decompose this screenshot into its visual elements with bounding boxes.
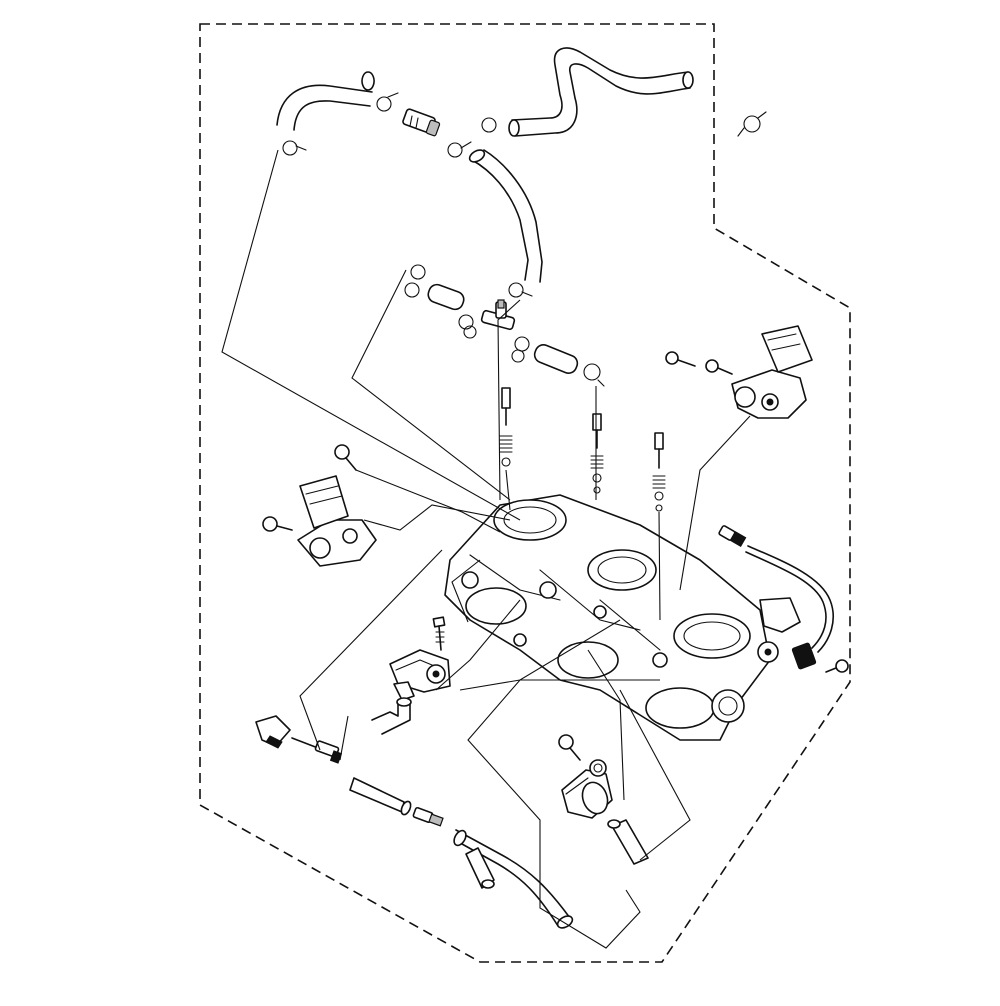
hose-clamp bbox=[583, 363, 601, 381]
hose-clamp bbox=[447, 142, 463, 158]
hose-end-cap bbox=[508, 119, 520, 137]
short-hose bbox=[533, 344, 579, 374]
check-valve bbox=[402, 108, 441, 137]
throttle-body bbox=[444, 494, 801, 741]
sensor-bolt bbox=[432, 616, 446, 651]
sensor-screw bbox=[262, 516, 293, 532]
hose-left-curved bbox=[276, 84, 373, 126]
hose-long-right bbox=[511, 47, 689, 121]
hose-clamp bbox=[514, 336, 530, 352]
short-hose-right bbox=[611, 819, 649, 865]
sensor-screw bbox=[705, 359, 733, 375]
adjuster-screws bbox=[499, 387, 666, 512]
adjuster-screw bbox=[499, 387, 513, 467]
throttle-position-sensor-right bbox=[665, 325, 813, 419]
adjuster-screw bbox=[590, 413, 604, 494]
hose-clamp bbox=[511, 349, 525, 363]
hose-end-cap bbox=[468, 149, 486, 163]
short-hose-down bbox=[465, 847, 495, 889]
long-lower-hose bbox=[455, 829, 571, 919]
sensor-bolt bbox=[558, 734, 581, 761]
hose-clamp bbox=[376, 96, 392, 112]
hose-clamp bbox=[481, 117, 497, 133]
small-fitting bbox=[412, 806, 444, 827]
upper-vacuum-hose-group bbox=[276, 47, 767, 298]
sensor-screw bbox=[665, 351, 696, 367]
adjuster-screw bbox=[652, 432, 666, 512]
hose-clamp bbox=[508, 282, 524, 298]
intake-pressure-sensor bbox=[389, 616, 451, 701]
hose-clamp bbox=[743, 115, 761, 133]
short-hose bbox=[427, 283, 465, 311]
hose-clamp bbox=[404, 282, 420, 298]
hose-end-cap bbox=[361, 71, 375, 91]
hose-clamp bbox=[410, 264, 426, 280]
harness-screw bbox=[825, 659, 849, 673]
wire-harness bbox=[718, 525, 849, 673]
leader-lines bbox=[221, 149, 751, 949]
idle-air-control-sensor bbox=[558, 734, 613, 819]
sensor-screw bbox=[334, 444, 357, 471]
hose-end-cap bbox=[682, 71, 694, 89]
throttle-position-sensor-left bbox=[262, 444, 377, 567]
vacuum-cap bbox=[255, 715, 291, 747]
hose-middle-descending bbox=[471, 159, 529, 281]
hose-clamp bbox=[282, 140, 298, 156]
assembly-boundary bbox=[199, 23, 851, 963]
straight-hose bbox=[349, 777, 405, 813]
hose-clamp bbox=[463, 325, 477, 339]
bent-hose bbox=[371, 699, 399, 721]
t-joint-hose-group bbox=[404, 264, 605, 387]
hose-clamp bbox=[458, 314, 474, 330]
